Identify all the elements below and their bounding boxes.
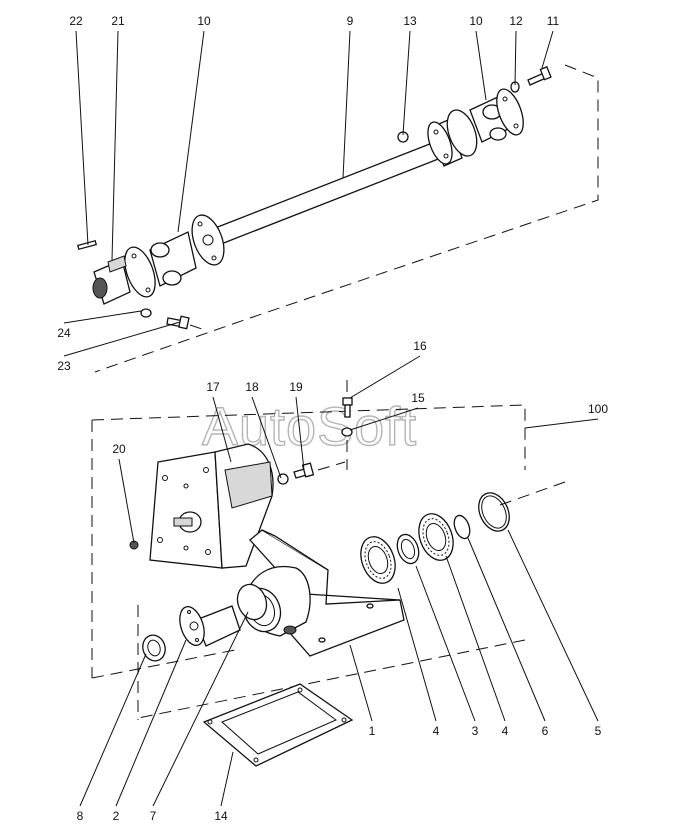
shaft-flange-right bbox=[427, 119, 463, 167]
seal-7 bbox=[236, 583, 268, 621]
callout-c22: 22 bbox=[69, 14, 83, 28]
leader-line-c3 bbox=[415, 565, 476, 722]
callout-c3: 3 bbox=[472, 724, 479, 738]
callout-c10b: 10 bbox=[469, 14, 483, 28]
leader-line-c5 bbox=[507, 529, 599, 722]
callout-c14: 14 bbox=[214, 809, 228, 823]
callout-c17: 17 bbox=[206, 380, 220, 394]
callout-c1: 1 bbox=[369, 724, 376, 738]
leader-line-c16 bbox=[349, 355, 421, 399]
leader-line-c15 bbox=[349, 407, 419, 431]
leader-line-c9 bbox=[342, 30, 351, 179]
callout-c12: 12 bbox=[509, 14, 523, 28]
washer-18 bbox=[277, 473, 289, 485]
bolt-11 bbox=[527, 66, 552, 86]
leader-line-c2 bbox=[115, 639, 187, 807]
callout-c10a: 10 bbox=[197, 14, 211, 28]
callout-c9: 9 bbox=[347, 14, 354, 28]
assembly-outline-upper bbox=[91, 64, 599, 678]
bolt-19 bbox=[293, 462, 315, 479]
leader-line-c10a bbox=[177, 30, 205, 233]
callout-c100: 100 bbox=[588, 402, 608, 416]
seal-8 bbox=[142, 634, 166, 662]
shaft-flange-left bbox=[191, 214, 225, 266]
washer-24 bbox=[140, 308, 152, 318]
leader-line-c4a bbox=[397, 587, 437, 722]
callout-c19: 19 bbox=[289, 380, 303, 394]
leader-line-c23 bbox=[63, 321, 181, 357]
callout-c4b: 4 bbox=[502, 724, 509, 738]
leader-line-c24 bbox=[63, 310, 142, 324]
leader-line-c4b bbox=[445, 555, 506, 722]
leader-line-c10b bbox=[475, 30, 487, 101]
leader-line-c7 bbox=[152, 611, 249, 807]
leader-line-c21 bbox=[111, 30, 119, 261]
leader-line-c17 bbox=[212, 396, 232, 463]
callout-c13: 13 bbox=[403, 14, 417, 28]
leader-line-c22 bbox=[75, 30, 89, 246]
callout-c11: 11 bbox=[547, 14, 560, 28]
housing-boss bbox=[242, 566, 311, 637]
leader-line-c1 bbox=[349, 644, 373, 722]
leader-line-c14 bbox=[220, 751, 234, 807]
universal-joint-right bbox=[446, 88, 524, 157]
bolt-16 bbox=[342, 397, 353, 418]
washer-15 bbox=[341, 427, 353, 437]
leader-line-c13 bbox=[402, 30, 411, 136]
leader-line-c20 bbox=[118, 458, 135, 544]
callout-c4a: 4 bbox=[433, 724, 440, 738]
callout-c5: 5 bbox=[595, 724, 602, 738]
spacer-3 bbox=[396, 533, 420, 565]
retaining-ring-5 bbox=[478, 492, 510, 532]
yoke-21 bbox=[92, 255, 131, 305]
callout-c21: 21 bbox=[111, 14, 125, 28]
callout-c6: 6 bbox=[542, 724, 549, 738]
pin-22 bbox=[76, 239, 98, 251]
callout-c2: 2 bbox=[113, 809, 120, 823]
callout-c23: 23 bbox=[57, 359, 71, 373]
leader-line-c19 bbox=[295, 396, 305, 471]
leader-line-c6 bbox=[467, 537, 546, 722]
bearing-4-outer bbox=[418, 513, 454, 561]
callout-c20: 20 bbox=[112, 442, 126, 456]
callout-c7: 7 bbox=[150, 809, 157, 823]
leader-line-c18 bbox=[251, 396, 282, 479]
gasket-14 bbox=[202, 683, 354, 767]
bearing-4-inner bbox=[360, 536, 396, 584]
callout-c16: 16 bbox=[413, 339, 427, 353]
leader-line-c11 bbox=[541, 30, 554, 69]
callout-c18: 18 bbox=[245, 380, 259, 394]
callout-c15: 15 bbox=[411, 391, 425, 405]
drive-shaft bbox=[204, 139, 447, 248]
callout-c8: 8 bbox=[77, 809, 84, 823]
leader-line-c12 bbox=[514, 30, 517, 86]
snap-ring-6 bbox=[453, 514, 471, 540]
pump-17 bbox=[149, 443, 274, 569]
universal-joint-left bbox=[124, 231, 197, 298]
leader-line-c100 bbox=[524, 418, 599, 429]
leader-line-c8 bbox=[79, 653, 147, 807]
flange-2 bbox=[179, 605, 241, 647]
callout-c24: 24 bbox=[57, 326, 71, 340]
